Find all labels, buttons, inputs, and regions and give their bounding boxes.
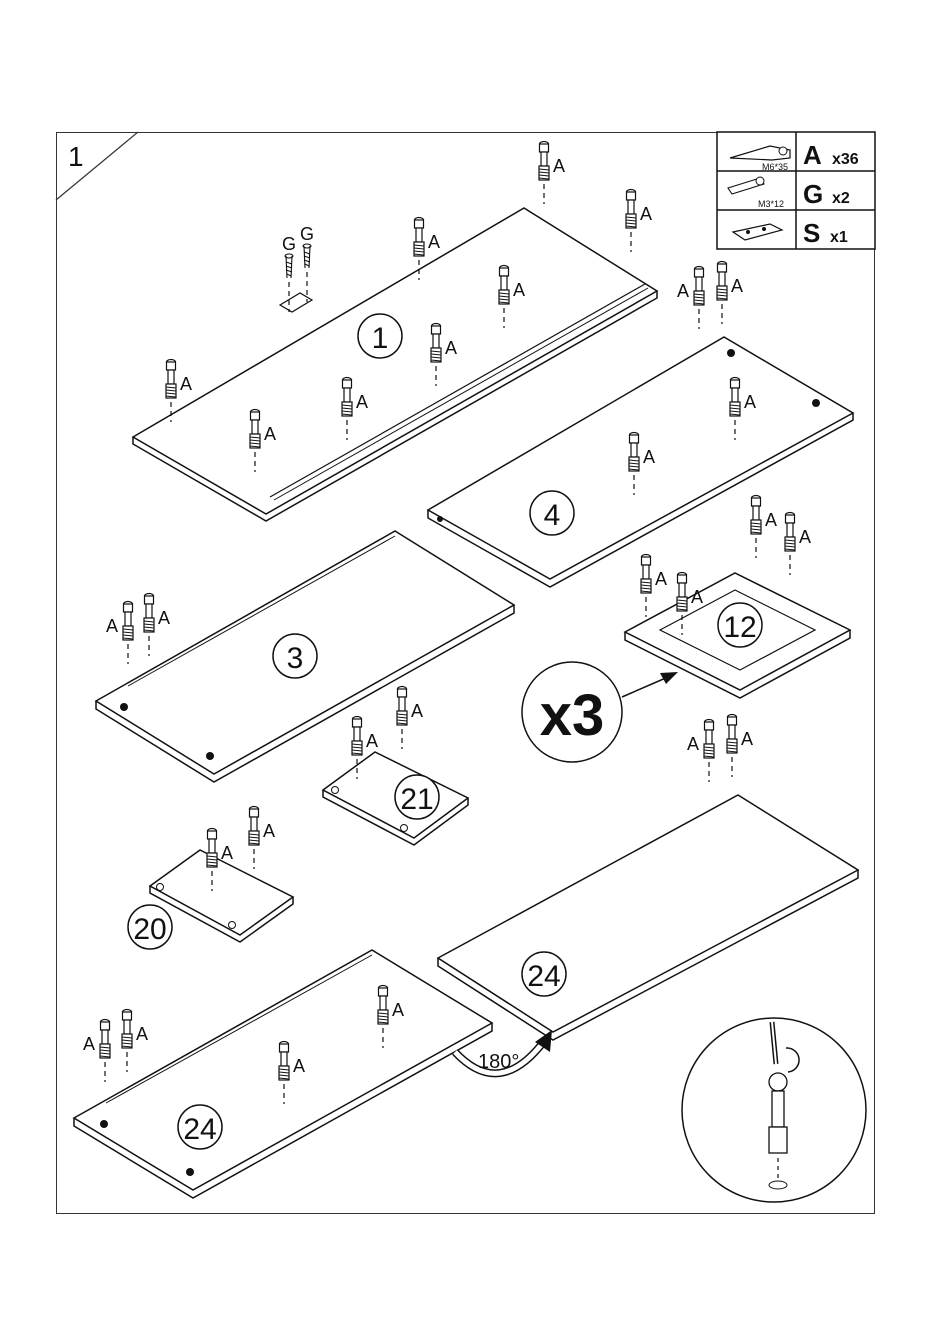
- bolt-label: A: [264, 424, 276, 444]
- bolt-label: A: [411, 701, 423, 721]
- frame-12-label: 12: [723, 611, 756, 644]
- panel-3: 3: [96, 531, 514, 782]
- cam-bolt-icon: A: [785, 513, 811, 576]
- bolt-label: A: [366, 731, 378, 751]
- panel-3-label: 3: [287, 642, 304, 675]
- multiplier-text: x3: [540, 683, 605, 748]
- rotation-label: 180°: [478, 1051, 519, 1073]
- bolt-label: A: [687, 734, 699, 754]
- panel-21: 21: [323, 752, 468, 845]
- bolt-label: A: [741, 729, 753, 749]
- bolt-label: A: [293, 1056, 305, 1076]
- hardware-qty-g: x2: [832, 190, 850, 207]
- cam-bolt-icon: A: [106, 602, 133, 665]
- panel-21-label: 21: [400, 783, 433, 816]
- cam-bolt-icon: A: [641, 555, 667, 618]
- multiplier-callout: x3: [522, 662, 678, 762]
- rotate-180-arrow-icon: 180°: [455, 1030, 552, 1073]
- bolt-label: A: [691, 587, 703, 607]
- cam-bolt-icon: A: [83, 1020, 110, 1083]
- frame-12: 12: [625, 573, 850, 698]
- bolt-label: A: [428, 232, 440, 252]
- screw-label: G: [300, 224, 314, 244]
- hardware-qty-s: x1: [830, 229, 848, 246]
- bolt-label: A: [640, 204, 652, 224]
- bolt-label: A: [744, 392, 756, 412]
- cam-bolt-icon: A: [677, 267, 704, 330]
- hardware-qty-a: x36: [832, 151, 859, 168]
- panel-20-label: 20: [133, 913, 166, 946]
- bolt-label: A: [83, 1034, 95, 1054]
- hardware-spec-g: M3*12: [758, 199, 784, 209]
- panel-4-label: 4: [544, 499, 561, 532]
- hardware-letter-s: S: [803, 218, 820, 248]
- cam-bolt-icon: A: [249, 807, 275, 870]
- bolt-label: A: [392, 1000, 404, 1020]
- detail-magnifier: [682, 1018, 866, 1202]
- hardware-spec-a: M6*35: [762, 162, 788, 172]
- cam-bolt-icon: A: [727, 715, 753, 778]
- arrow-icon: [622, 677, 668, 697]
- cam-bolt-icon: A: [717, 262, 743, 325]
- cam-bolt-icon: A: [122, 1010, 148, 1073]
- cam-bolt-icon: A: [687, 720, 714, 783]
- bolt-label: A: [677, 281, 689, 301]
- bolt-label: A: [356, 392, 368, 412]
- hardware-legend: M6*35 A x36 M3*12 G x2 S x1: [717, 132, 875, 249]
- cam-bolt-icon: A: [144, 594, 170, 657]
- bolt-label: A: [765, 510, 777, 530]
- bolt-label: A: [180, 374, 192, 394]
- bracket-slot: [280, 293, 312, 312]
- bolt-label: A: [655, 569, 667, 589]
- bolt-label: A: [799, 527, 811, 547]
- panel-24-right: 24: [438, 795, 858, 1040]
- cam-bolt-icon: A: [751, 496, 777, 559]
- screw-icon: G: [300, 224, 314, 302]
- bolt-label: A: [445, 338, 457, 358]
- step-corner: 1: [56, 132, 138, 200]
- cam-bolt-icon: A: [626, 190, 652, 253]
- cam-bolt-icon: A: [397, 687, 423, 750]
- bolt-label: A: [158, 608, 170, 628]
- bolt-label: A: [553, 156, 565, 176]
- bolt-label: A: [106, 616, 118, 636]
- panel-24-right-label: 24: [527, 960, 560, 993]
- bolt-label: A: [513, 280, 525, 300]
- hardware-letter-g: G: [803, 179, 823, 209]
- step-number: 1: [68, 141, 84, 172]
- bolt-label: A: [731, 276, 743, 296]
- cam-bolt-icon: A: [539, 142, 565, 205]
- screw-label: G: [282, 234, 296, 254]
- bolt-label: A: [263, 821, 275, 841]
- bolt-label: A: [643, 447, 655, 467]
- panel-1-label: 1: [372, 322, 389, 355]
- bolt-label: A: [136, 1024, 148, 1044]
- panel-24-left-label: 24: [183, 1113, 216, 1146]
- hardware-letter-a: A: [803, 140, 822, 170]
- bolt-label: A: [221, 843, 233, 863]
